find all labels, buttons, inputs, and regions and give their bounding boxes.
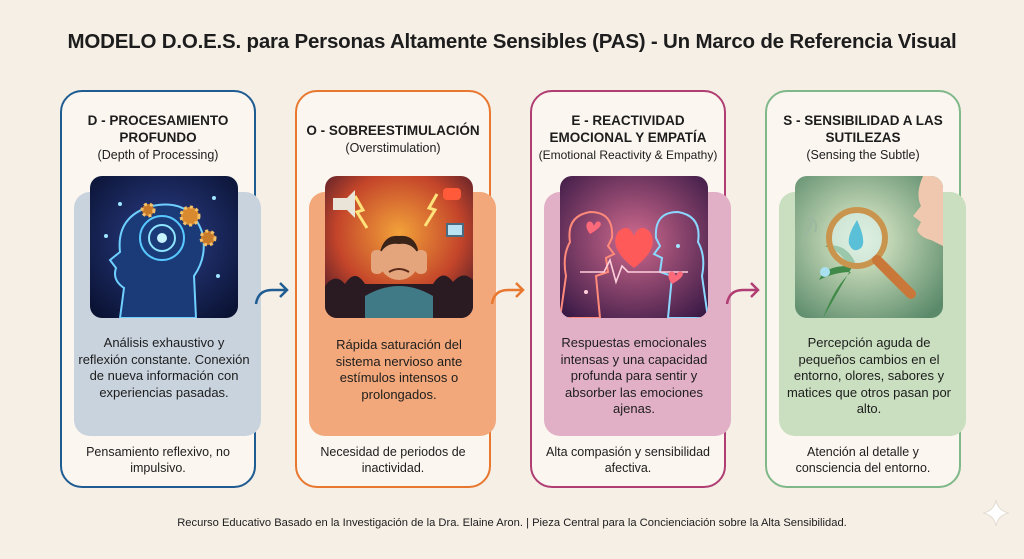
card-overstimulation: O - SOBREESTIMULACIÓN (Overstimulation) bbox=[295, 90, 496, 488]
card-heading-text: E - REACTIVIDAD EMOCIONAL Y EMPATÍA bbox=[549, 113, 707, 145]
card-subtitle: (Sensing the Subtle) bbox=[806, 148, 920, 162]
card-heading: E - REACTIVIDAD EMOCIONAL Y EMPATÍA (Emo… bbox=[536, 112, 720, 164]
card-subtitle: (Depth of Processing) bbox=[97, 148, 219, 162]
card-note: Alta compasión y sensibilidad afectiva. bbox=[546, 445, 710, 475]
page-title: MODELO D.O.E.S. para Personas Altamente … bbox=[67, 30, 957, 53]
card-subtitle: (Emotional Reactivity & Empathy) bbox=[538, 148, 718, 162]
head-gears-brain-icon bbox=[90, 176, 238, 318]
card-subtitle: (Overstimulation) bbox=[345, 141, 441, 155]
card-depth-of-processing: D - PROCESAMIENTO PROFUNDO (Depth of Pro… bbox=[60, 90, 261, 488]
card-sensing-the-subtle: S - SENSIBILIDAD A LAS SUTILEZAS (Sensin… bbox=[765, 90, 966, 488]
card-heading: S - SENSIBILIDAD A LAS SUTILEZAS (Sensin… bbox=[771, 112, 955, 164]
card-note: Pensamiento reflexivo, no impulsivo. bbox=[86, 445, 230, 475]
card-description: Rápida saturación del sistema nervioso a… bbox=[335, 337, 463, 402]
two-faces-heart-icon bbox=[560, 176, 708, 318]
magnifier-droplet-icon bbox=[795, 176, 943, 318]
arrow-right-icon bbox=[490, 282, 525, 305]
card-heading-text: D - PROCESAMIENTO PROFUNDO bbox=[87, 113, 229, 145]
footer-credit: Recurso Educativo Basado en la Investiga… bbox=[177, 517, 847, 529]
card-description: Respuestas emocionales intensas y una ca… bbox=[560, 335, 708, 416]
overwhelmed-person-icon bbox=[325, 176, 473, 318]
card-heading: D - PROCESAMIENTO PROFUNDO (Depth of Pro… bbox=[66, 112, 250, 164]
card-emotional-reactivity: E - REACTIVIDAD EMOCIONAL Y EMPATÍA (Emo… bbox=[530, 90, 731, 488]
card-heading: O - SOBREESTIMULACIÓN (Overstimulation) bbox=[301, 122, 485, 157]
arrow-right-icon bbox=[254, 282, 289, 305]
card-heading-text: O - SOBREESTIMULACIÓN bbox=[306, 123, 480, 138]
card-description: Análisis exhaustivo y reflexión constant… bbox=[78, 335, 250, 400]
card-description: Percepción aguda de pequeños cambios en … bbox=[786, 335, 952, 416]
card-note: Necesidad de periodos de inactividad. bbox=[320, 445, 466, 475]
sparkle-icon bbox=[982, 499, 1010, 527]
arrow-right-icon bbox=[725, 282, 760, 305]
card-heading-text: S - SENSIBILIDAD A LAS SUTILEZAS bbox=[783, 113, 943, 145]
card-note: Atención al detalle y consciencia del en… bbox=[795, 445, 931, 475]
